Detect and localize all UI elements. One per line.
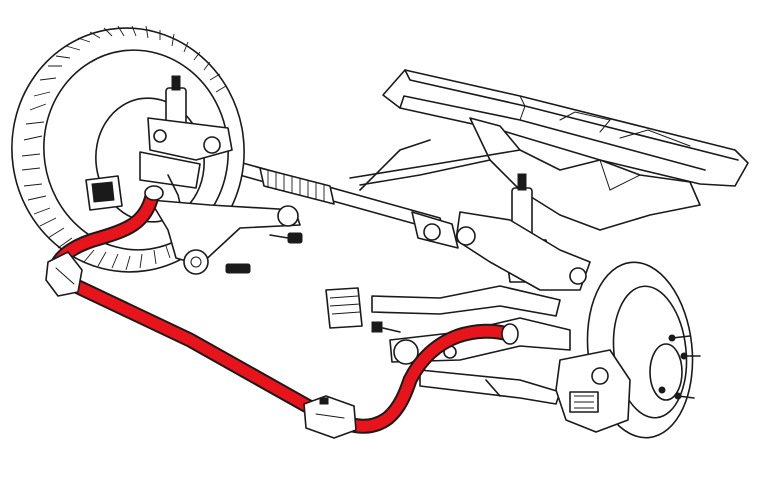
stabilizer-mount-left: [45, 251, 83, 297]
stabilizer-bar-body: [50, 190, 514, 432]
right-brake-caliper: [555, 349, 631, 433]
left-strut: [139, 75, 233, 221]
steering-rack: [231, 139, 459, 249]
right-bushing: [325, 287, 363, 329]
right-strut: [455, 173, 591, 291]
frame-crossmember: [349, 69, 749, 231]
stabilizer-mount-right: [303, 395, 357, 439]
left-control-arm: [85, 175, 303, 275]
stabilizer-bar: [48, 185, 519, 434]
